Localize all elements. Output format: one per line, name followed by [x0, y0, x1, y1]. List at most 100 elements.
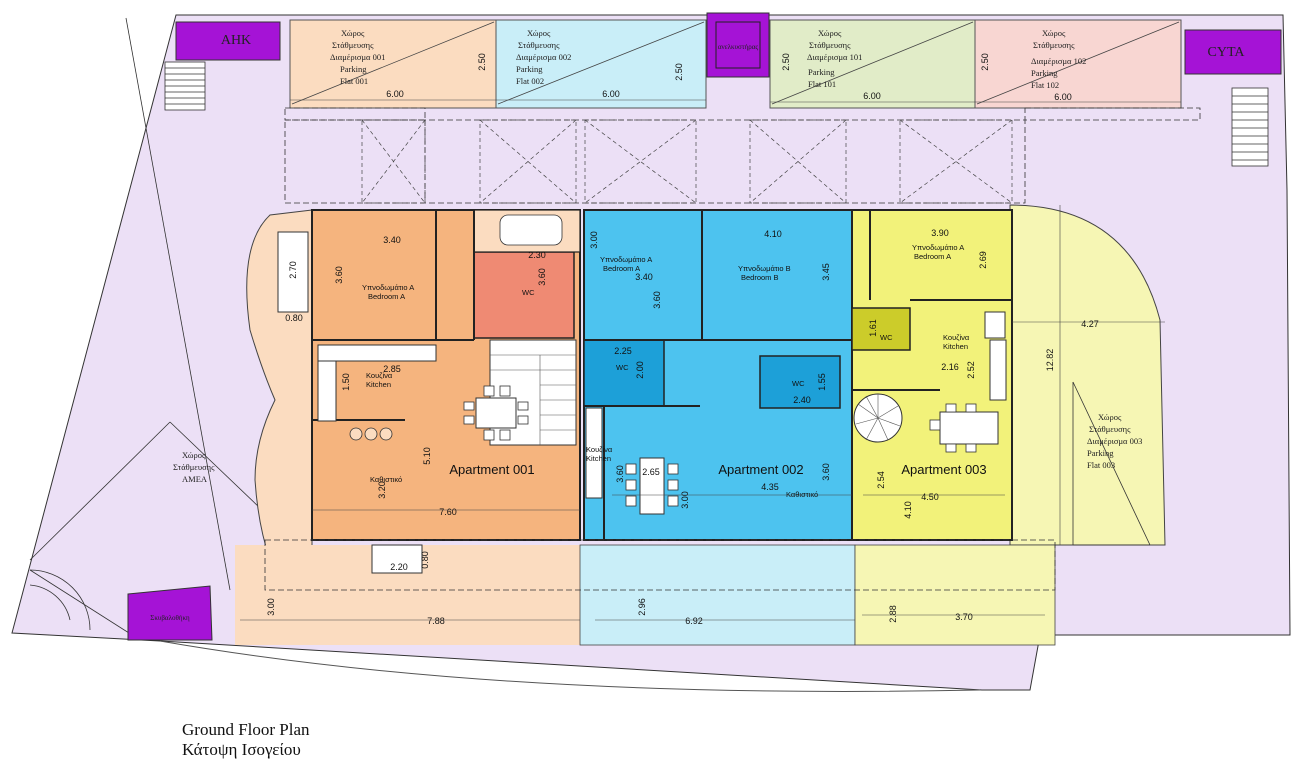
svg-text:5.10: 5.10: [422, 447, 432, 465]
svg-text:6.92: 6.92: [685, 616, 703, 626]
site-curve: [159, 640, 981, 692]
svg-text:2.50: 2.50: [781, 53, 791, 71]
svg-text:Στάθμευσης: Στάθμευσης: [1033, 40, 1075, 50]
svg-text:Κουζίνα: Κουζίνα: [943, 333, 970, 342]
apt002-wc1: [583, 339, 665, 407]
svg-text:Flat 002: Flat 002: [516, 76, 544, 86]
svg-text:Κουζίνα: Κουζίνα: [366, 371, 393, 380]
svg-text:Χώρος: Χώρος: [1042, 28, 1066, 38]
parking-102-label: Χώρος Στάθμευσης Διαμέρισμα 102 Parking …: [1031, 28, 1086, 90]
apt001-dimensions: 3.40 3.60 2.70 0.80 2.30 3.60 2.85 1.50 …: [266, 235, 547, 626]
svg-text:Parking: Parking: [1031, 68, 1058, 78]
svg-text:Χώρος: Χώρος: [527, 28, 551, 38]
svg-text:0.80: 0.80: [285, 313, 303, 323]
svg-text:4.35: 4.35: [761, 482, 779, 492]
svg-text:ΑΜΕΑ: ΑΜΕΑ: [182, 474, 208, 484]
svg-text:3.00: 3.00: [589, 231, 599, 249]
amea-parking-label: Χώρος Στάθμευσης ΑΜΕΑ: [173, 450, 215, 484]
cyta-label: CYTA: [1208, 45, 1246, 60]
apt002-dining-table: [639, 457, 665, 515]
svg-text:0.80: 0.80: [420, 551, 430, 569]
parking-003-bay: [1072, 381, 1151, 546]
svg-text:WC: WC: [792, 379, 805, 388]
svg-text:Flat 003: Flat 003: [1087, 460, 1115, 470]
svg-text:2.69: 2.69: [978, 251, 988, 269]
bins-label: Σκυβαλοθήκη: [150, 614, 190, 622]
bins-enclosure: [127, 585, 213, 641]
parking-002-label: Χώρος Στάθμευσης Διαμέρισμα 002 Parking …: [516, 28, 571, 86]
apt003-dining-table: [939, 411, 999, 445]
svg-text:Διαμέρισμα 001: Διαμέρισμα 001: [330, 52, 385, 62]
top-parking-dimensions: 6.00 6.00 6.00 6.00 2.50 2.50 2.50 2.50: [386, 53, 1072, 102]
plan-subtitle: Κάτοψη Ισογείου: [182, 740, 301, 759]
svg-text:7.60: 7.60: [439, 507, 457, 517]
svg-text:7.88: 7.88: [427, 616, 445, 626]
plan-title: Ground Floor Plan: [182, 720, 310, 739]
svg-text:Flat 101: Flat 101: [808, 79, 836, 89]
svg-text:Parking: Parking: [516, 64, 543, 74]
svg-text:3.00: 3.00: [266, 598, 276, 616]
lift-box: [706, 12, 770, 78]
svg-text:3.60: 3.60: [615, 465, 625, 483]
parking-101-label: Χώρος Στάθμευσης Διαμέρισμα 101 Parking …: [807, 28, 862, 89]
svg-text:3.45: 3.45: [821, 263, 831, 281]
svg-text:Flat 001: Flat 001: [340, 76, 368, 86]
svg-text:2.30: 2.30: [528, 250, 546, 260]
svg-text:6.00: 6.00: [386, 89, 404, 99]
svg-text:Bedroom A: Bedroom A: [368, 292, 405, 301]
svg-text:Διαμέρισμα 101: Διαμέρισμα 101: [807, 52, 862, 62]
svg-text:Υπνοδωμάτιο Α: Υπνοδωμάτιο Α: [912, 243, 964, 252]
apt002-walls: [584, 210, 852, 540]
svg-text:2.00: 2.00: [635, 361, 645, 379]
apt003-garden: [1009, 204, 1166, 546]
apt002-dimensions: 3.00 3.40 3.60 2.25 2.00 2.65 3.60 3.00 …: [589, 229, 831, 626]
svg-text:3.00: 3.00: [680, 491, 690, 509]
svg-text:4.27: 4.27: [1081, 319, 1099, 329]
svg-text:6.00: 6.00: [602, 89, 620, 99]
svg-text:Kitchen: Kitchen: [366, 380, 391, 389]
svg-text:Στάθμευσης: Στάθμευσης: [518, 40, 560, 50]
parking-101-area: [769, 19, 976, 109]
svg-text:Διαμέρισμα 002: Διαμέρισμα 002: [516, 52, 571, 62]
svg-text:Bedroom B: Bedroom B: [741, 273, 779, 282]
apt001-dining-table: [475, 397, 517, 429]
svg-text:Χώρος: Χώρος: [341, 28, 365, 38]
svg-text:2.20: 2.20: [390, 562, 408, 572]
svg-text:6.00: 6.00: [1054, 92, 1072, 102]
svg-text:3.60: 3.60: [821, 463, 831, 481]
svg-text:3.40: 3.40: [383, 235, 401, 245]
apt003-walls: [852, 210, 1012, 391]
svg-text:2.25: 2.25: [614, 346, 632, 356]
svg-text:Kitchen: Kitchen: [586, 454, 611, 463]
svg-text:Διαμέρισμα 003: Διαμέρισμα 003: [1087, 436, 1142, 446]
svg-text:3.60: 3.60: [334, 266, 344, 284]
svg-text:Στάθμευσης: Στάθμευσης: [809, 40, 851, 50]
svg-text:Χώρος: Χώρος: [1098, 412, 1122, 422]
apt001-title: Apartment 001: [449, 462, 534, 477]
parking-102-area: [974, 19, 1182, 109]
svg-text:1.50: 1.50: [341, 373, 351, 391]
svg-text:3.40: 3.40: [635, 272, 653, 282]
apt002-title: Apartment 002: [718, 462, 803, 477]
stairs-top-left: [164, 61, 206, 111]
apt002-front-yard: [579, 544, 856, 646]
apt001-kitchen-counter: [317, 344, 437, 362]
svg-text:4.10: 4.10: [764, 229, 782, 239]
svg-text:WC: WC: [616, 363, 629, 372]
svg-text:Κουζίνα: Κουζίνα: [586, 445, 613, 454]
parking-001-area: [289, 19, 497, 109]
svg-text:Υπνοδωμάτιο Α: Υπνοδωμάτιο Α: [362, 283, 414, 292]
ahk-meter-box: [175, 21, 281, 61]
svg-text:Parking: Parking: [1087, 448, 1114, 458]
ahk-label: ΑΗΚ: [221, 33, 251, 48]
svg-text:12.82: 12.82: [1045, 349, 1055, 372]
apt003-body: [851, 209, 1013, 541]
svg-text:3.20: 3.20: [377, 481, 387, 499]
svg-text:Υπνοδωμάτιο Α: Υπνοδωμάτιο Α: [600, 255, 652, 264]
svg-text:3.60: 3.60: [652, 291, 662, 309]
svg-text:Χώρος: Χώρος: [818, 28, 842, 38]
svg-text:4.50: 4.50: [921, 492, 939, 502]
svg-text:6.00: 6.00: [863, 91, 881, 101]
apt003-dimensions: 3.90 2.69 1.61 2.16 2.52 2.54 4.50 4.10 …: [868, 228, 1099, 623]
